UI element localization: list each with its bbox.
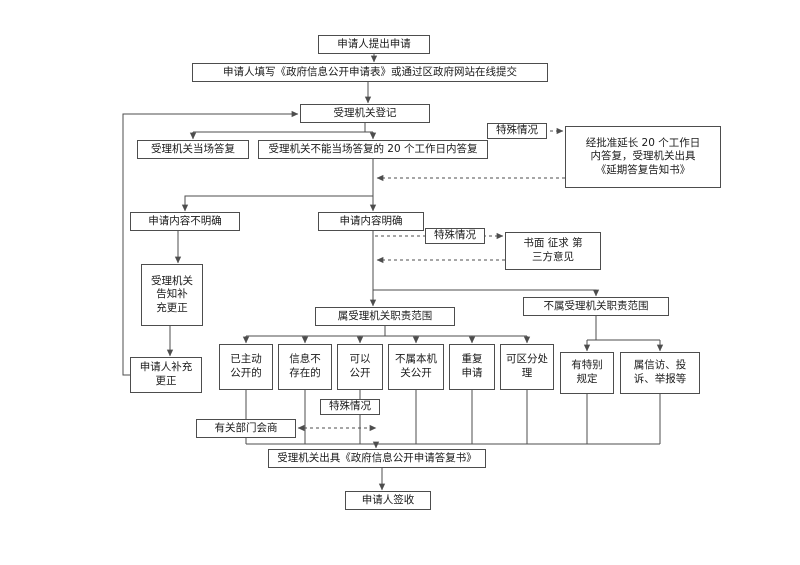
node-petition-complaint: 属信访、投 诉、举报等 bbox=[620, 352, 700, 394]
node-special-case-1: 特殊情况 bbox=[487, 123, 547, 139]
node-special-provision: 有特别 规定 bbox=[560, 352, 614, 394]
node-separable-handling: 可区分处 理 bbox=[500, 344, 554, 390]
node-in-scope: 属受理机关职责范围 bbox=[315, 307, 455, 326]
node-dept-consultation: 有关部门会商 bbox=[196, 419, 296, 438]
node-fill-application-form: 申请人填写《政府信息公开申请表》或通过区政府网站在线提交 bbox=[192, 63, 548, 82]
node-register: 受理机关登记 bbox=[300, 104, 430, 123]
edge-branch-unclear bbox=[181, 195, 373, 212]
node-special-case-3: 特殊情况 bbox=[320, 399, 380, 415]
node-applicant-correction: 申请人补充 更正 bbox=[130, 357, 202, 393]
node-can-disclose: 可以 公开 bbox=[337, 344, 383, 390]
solid-connectors bbox=[122, 54, 664, 491]
node-content-clear: 申请内容明确 bbox=[318, 212, 424, 231]
node-not-this-agency: 不属本机 关公开 bbox=[388, 344, 444, 390]
edge-correction-loop-to-register bbox=[122, 110, 299, 376]
node-content-unclear: 申请内容不明确 bbox=[130, 212, 240, 231]
node-deferred-reply: 受理机关不能当场答复的 20 个工作日内答复 bbox=[258, 140, 488, 159]
node-onsite-reply: 受理机关当场答复 bbox=[137, 140, 249, 159]
node-issue-reply-document: 受理机关出具《政府信息公开申请答复书》 bbox=[268, 449, 486, 468]
node-third-party-opinion: 书面 征求 第 三方意见 bbox=[505, 232, 601, 270]
node-extension-notice: 经批准延长 20 个工作日 内答复，受理机关出具 《延期答复告知书》 bbox=[565, 126, 721, 188]
edge-branch-outscope bbox=[373, 289, 600, 297]
node-special-case-2: 特殊情况 bbox=[425, 228, 485, 244]
node-submit-application: 申请人提出申请 bbox=[318, 35, 430, 54]
node-info-not-exist: 信息不 存在的 bbox=[278, 344, 332, 390]
node-out-of-scope: 不属受理机关职责范围 bbox=[523, 297, 669, 316]
node-sign-receipt: 申请人签收 bbox=[345, 491, 431, 510]
node-notify-correction: 受理机关 告知补 充更正 bbox=[141, 264, 203, 326]
node-already-public: 已主动 公开的 bbox=[219, 344, 273, 390]
node-duplicate-request: 重复 申请 bbox=[449, 344, 495, 390]
